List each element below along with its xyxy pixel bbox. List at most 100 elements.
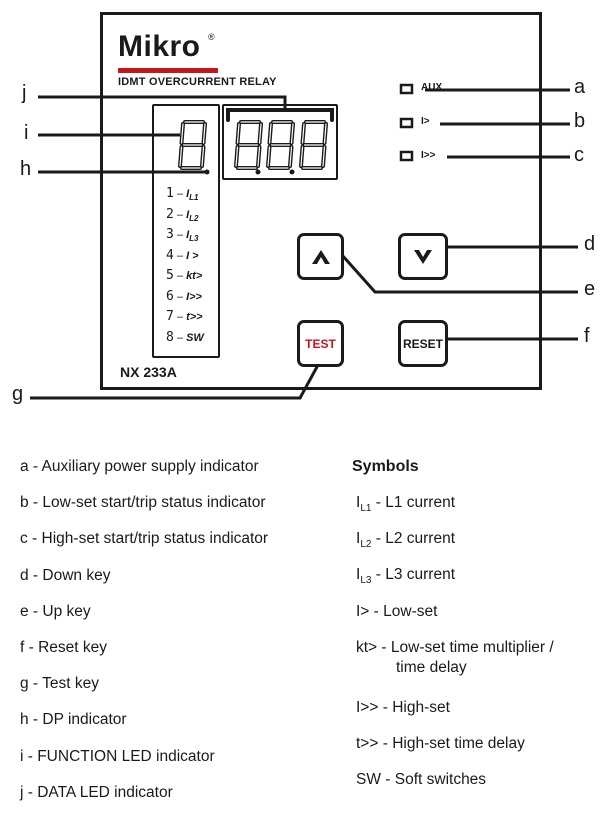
function-list-item: 4 – I > [166, 247, 199, 263]
function-number: 6 [166, 288, 174, 304]
callout-g: g [12, 383, 24, 405]
legend-item-c: c - High-set start/trip status indicator [20, 530, 269, 548]
function-code: I [186, 208, 190, 221]
symbol-item: I>> - High-set [356, 699, 554, 735]
function-number: 7 [166, 309, 174, 324]
function-dp [204, 169, 210, 175]
function-code: I [186, 188, 190, 200]
legend-text: Reset key [38, 638, 108, 656]
test-key[interactable]: TEST [297, 320, 344, 367]
symbol-code: t>> [356, 734, 379, 752]
test-key-label: TEST [305, 336, 336, 351]
data-bracket [226, 108, 334, 122]
data-dp-2 [289, 169, 295, 175]
down-key[interactable] [398, 233, 448, 280]
data-digit-2 [266, 120, 295, 170]
low-set-led-indicator [399, 117, 414, 129]
aux-label: AUX [421, 82, 443, 93]
symbol-desc: - High-set time delay [378, 734, 525, 752]
reset-key[interactable]: RESET [398, 320, 448, 367]
function-list-item: 5 – kt> [166, 268, 203, 283]
brand-logo: Mikro [118, 30, 201, 63]
legend-text: Up key [42, 602, 91, 620]
legend-item-b: b - Low-set start/trip status indicator [20, 494, 266, 512]
callout-f: f [584, 325, 590, 347]
legend-text: Auxiliary power supply indicator [41, 458, 259, 475]
legend-item-g: g - Test key [20, 675, 99, 693]
symbol-code: I [356, 566, 361, 584]
symbol-desc: - Soft switches [380, 771, 487, 789]
legend-item-j: j - DATA LED indicator [20, 783, 173, 801]
symbol-item: I> - Low-set [356, 603, 554, 639]
data-dp-1 [255, 169, 261, 175]
data-digit-1 [234, 120, 263, 170]
data-digit-3 [299, 120, 328, 170]
symbol-desc-continued: time delay [396, 658, 467, 676]
callout-i: i [24, 122, 29, 144]
legend-item-d: d - Down key [20, 566, 111, 584]
legend-text: FUNCTION LED indicator [37, 747, 215, 765]
callout-j: j [22, 82, 27, 104]
callout-a: a [574, 76, 586, 98]
legend-item-i: i - FUNCTION LED indicator [20, 747, 215, 765]
function-list-item: 7 – t>> [166, 309, 203, 324]
legend-text: DP indicator [42, 711, 127, 729]
legend-text: Low-set start/trip status indicator [42, 494, 266, 512]
callout-b: b [574, 110, 586, 132]
symbol-item: IL1 - L1 current [356, 494, 455, 515]
symbols-heading: Symbols [352, 458, 419, 475]
symbol-code: I> [356, 602, 370, 620]
callout-line-g [30, 364, 320, 400]
function-list-item: 6 – I>> [166, 288, 202, 304]
symbol-item: t>> - High-set time delay [356, 735, 554, 771]
symbol-code: I>> [356, 698, 379, 716]
function-code: I [186, 229, 190, 241]
up-arrow-icon [311, 249, 330, 264]
legend-item-e: e - Up key [20, 602, 91, 620]
symbol-desc: - Low-set [369, 602, 438, 620]
symbol-desc: - L3 current [371, 566, 455, 584]
symbol-desc: - L2 current [371, 530, 455, 548]
legend-text: DATA LED indicator [37, 783, 173, 801]
data-display-box [222, 104, 338, 180]
function-number: 5 [166, 268, 174, 283]
registered-mark: ® [208, 32, 215, 42]
function-code: I>> [186, 290, 202, 303]
callout-h: h [20, 158, 32, 180]
high-set-label: I>> [421, 150, 436, 161]
callout-e: e [584, 278, 596, 300]
symbol-desc: - L1 current [371, 494, 455, 511]
model-number: NX 233A [120, 364, 177, 380]
product-title: IDMT OVERCURRENT RELAY [118, 76, 277, 88]
relay-front-panel [100, 12, 542, 390]
function-number: 8 [166, 329, 174, 345]
callout-c: c [574, 144, 584, 166]
callout-d: d [584, 233, 596, 255]
up-key[interactable] [297, 233, 344, 280]
symbol-item: SW - Soft switches [356, 771, 554, 807]
function-code: SW [186, 331, 204, 344]
legend-text: Down key [42, 566, 111, 584]
function-number: 3 [166, 227, 174, 242]
function-code: kt> [186, 270, 203, 282]
function-list-item: 3 – IL3 [166, 227, 199, 244]
callout-line-e [340, 254, 578, 294]
function-code: t>> [186, 311, 203, 323]
reset-key-label: RESET [402, 336, 443, 351]
legend-item-f: f - Reset key [20, 638, 108, 656]
function-display-box [152, 104, 220, 358]
symbol-desc: - Low-set time multiplier / [377, 638, 554, 656]
symbol-code: SW [356, 771, 381, 789]
symbol-item: kt> - Low-set time multiplier /time dela… [356, 639, 554, 699]
symbol-code: I [356, 530, 361, 548]
high-set-led-indicator [399, 150, 414, 162]
legend-text: Test key [42, 675, 99, 693]
brand-underline [118, 68, 218, 73]
symbol-item: IL2 - L2 current [356, 530, 455, 551]
low-set-label: I> [421, 116, 430, 127]
function-list-item: 1 – IL1 [166, 186, 199, 203]
